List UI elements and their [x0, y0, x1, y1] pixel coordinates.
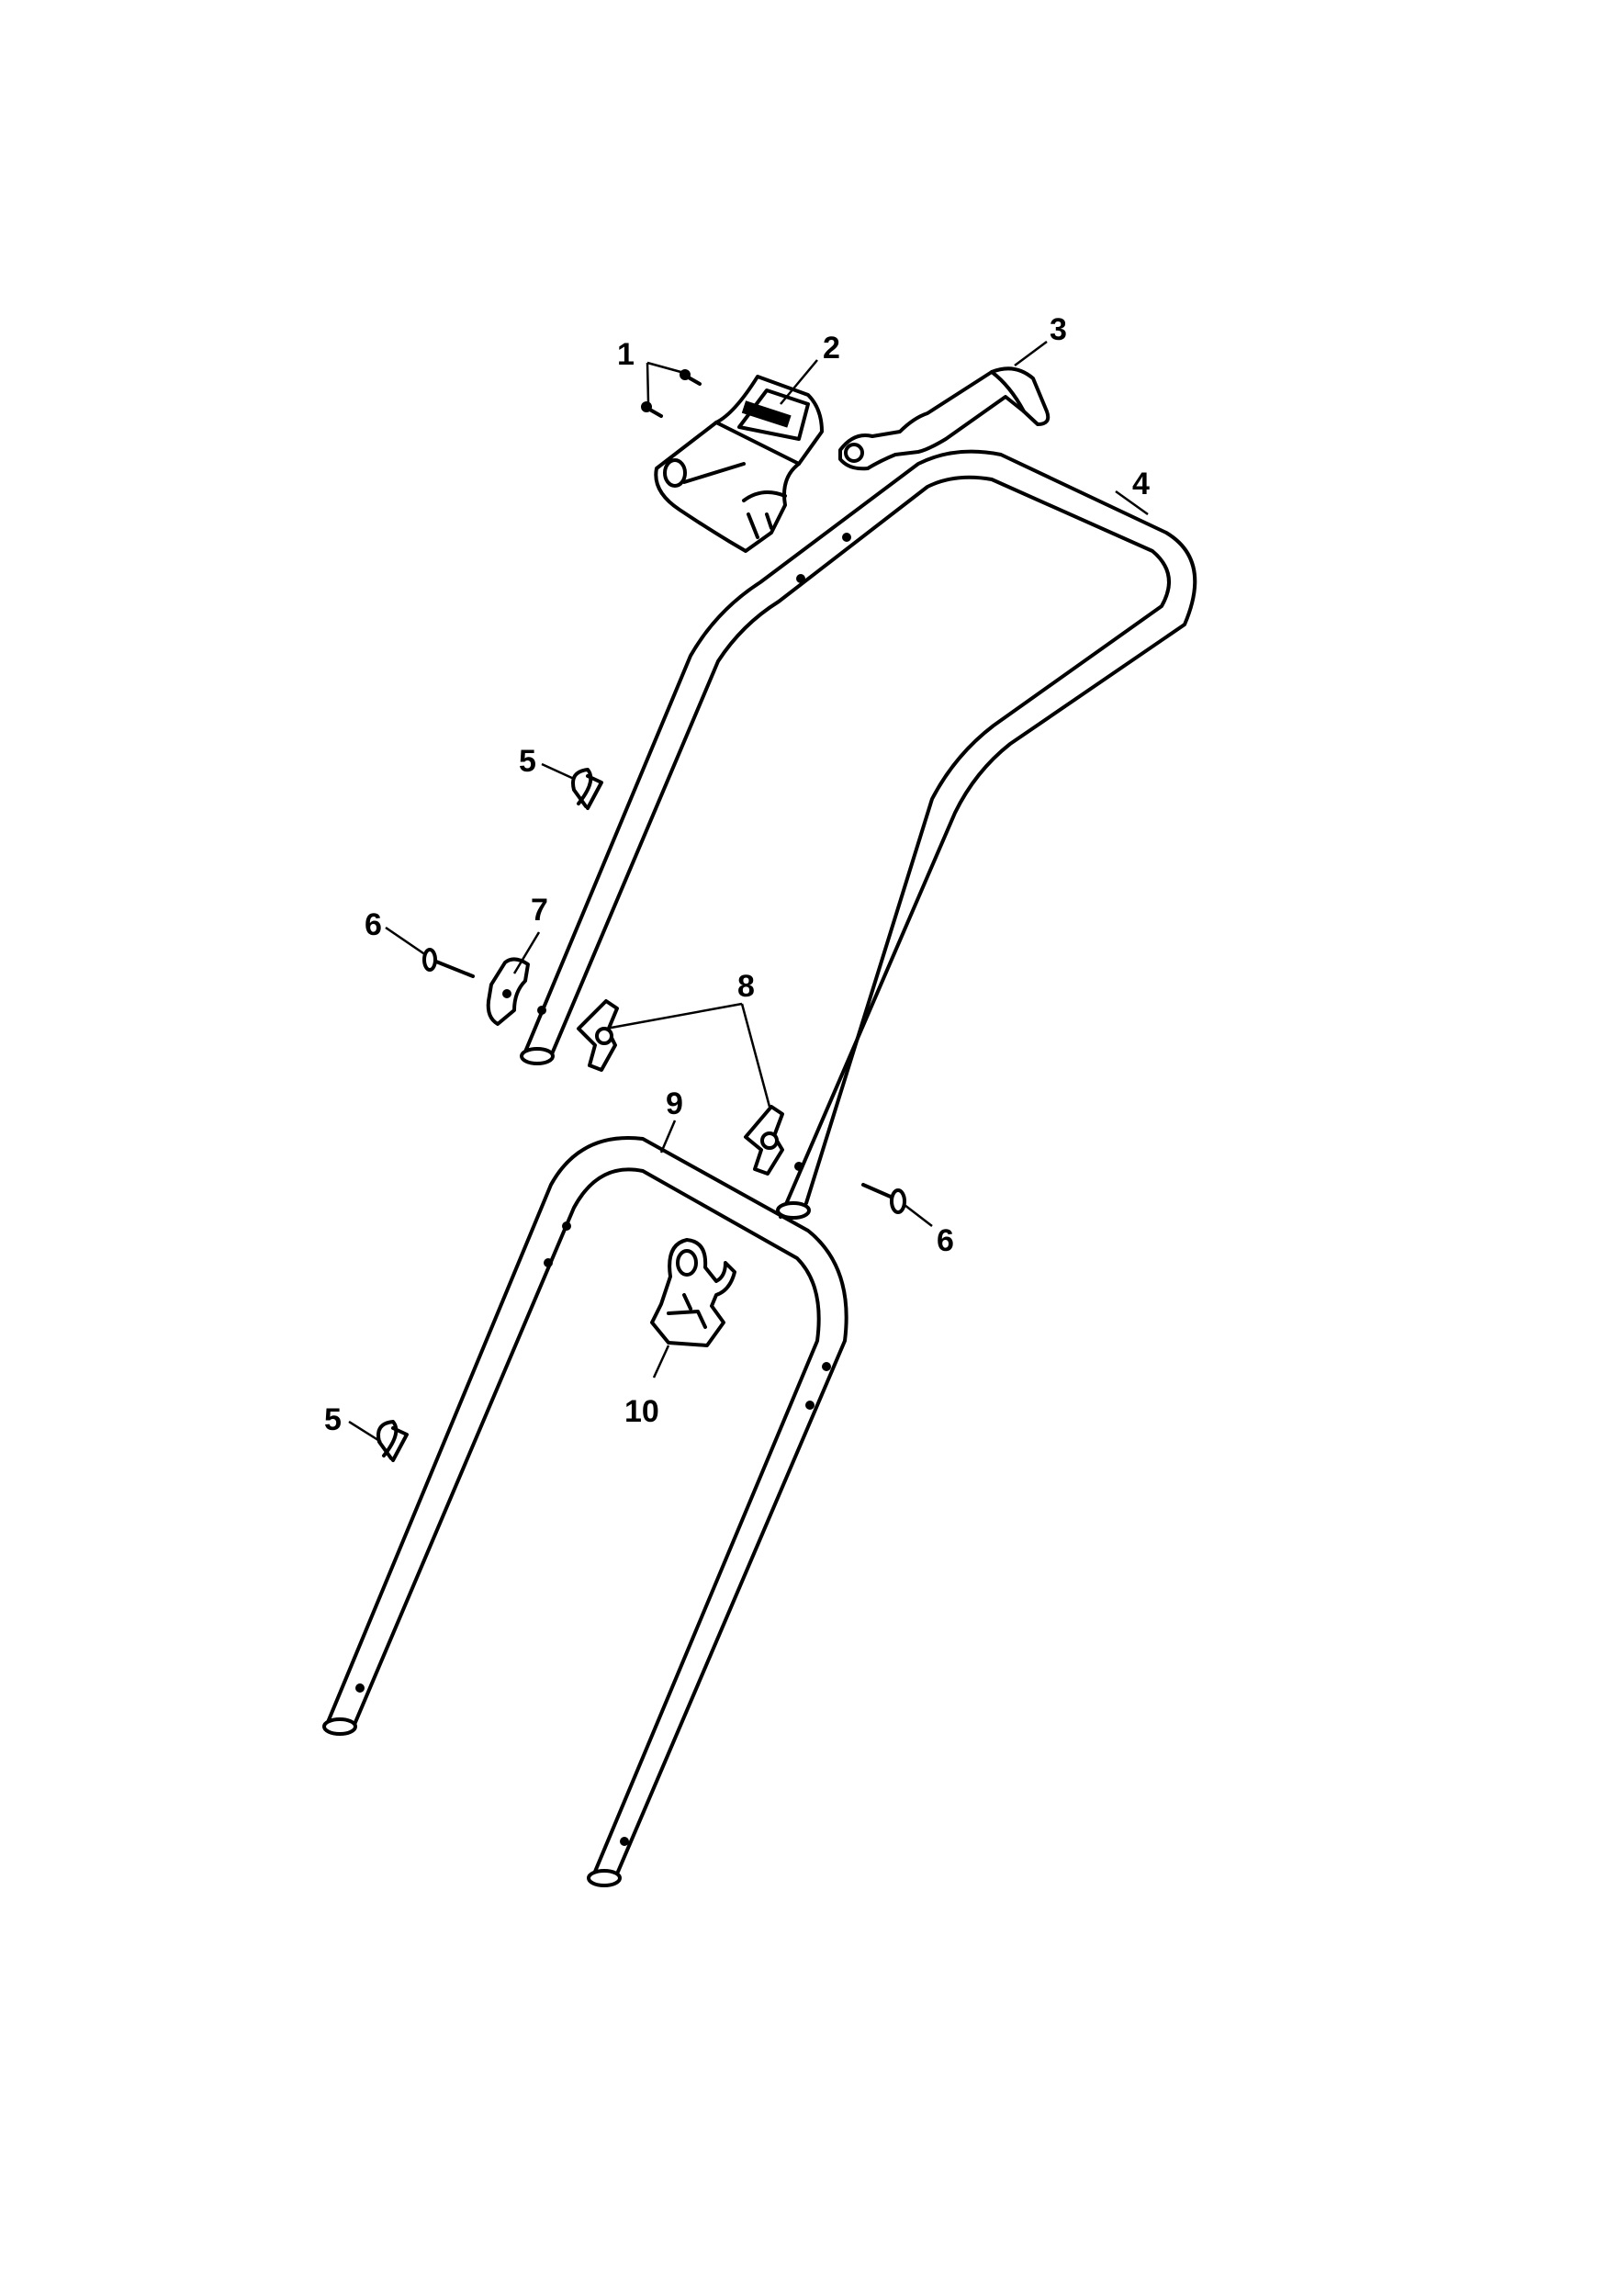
bracket-part-7 [486, 957, 530, 1026]
lever-part-3 [838, 366, 1051, 471]
mounting-hole [562, 1221, 571, 1231]
hook-clip-part-5 [376, 1420, 409, 1462]
callout-9: 9 [666, 1086, 683, 1121]
callout-6: 6 [937, 1223, 954, 1258]
mounting-hole [544, 1258, 553, 1267]
callout-7: 7 [531, 893, 548, 928]
leader-lines [348, 340, 1149, 1444]
upper-handle-part-4 [520, 449, 1197, 1220]
hook-clip-part-5 [571, 768, 603, 810]
mounting-hole [805, 1401, 815, 1410]
tube-end [520, 1047, 555, 1065]
tube-end [322, 1717, 357, 1736]
callout-6: 6 [365, 907, 382, 942]
callout-1: 1 [617, 337, 635, 372]
wing-knob-part-8 [744, 1105, 784, 1176]
callout-5: 5 [519, 744, 536, 779]
lower-handle-part-9 [322, 1136, 848, 1887]
wing-knob-part-8 [577, 999, 619, 1072]
screw [641, 401, 663, 418]
callout-8: 8 [737, 969, 755, 1004]
callout-4: 4 [1132, 467, 1150, 501]
callout-labels: 1 2 3 4 5 5 6 6 7 8 9 10 [324, 312, 1150, 1437]
mounting-hole [796, 574, 805, 583]
callout-10: 10 [624, 1394, 659, 1429]
bolt-part-6 [861, 1183, 906, 1214]
mounting-hole [822, 1362, 831, 1371]
tube-end [776, 1201, 811, 1220]
mounting-hole [842, 533, 851, 542]
tube-end [587, 1869, 622, 1887]
cable-guide-part-10 [650, 1238, 736, 1347]
callout-2: 2 [823, 331, 840, 366]
mounting-hole [355, 1683, 365, 1693]
mounting-hole [794, 1162, 803, 1171]
mounting-hole [537, 1006, 546, 1015]
callout-5: 5 [324, 1402, 342, 1437]
mounting-hole [620, 1837, 629, 1846]
control-housing-part-2 [654, 375, 824, 553]
screw [680, 369, 702, 386]
callout-3: 3 [1050, 312, 1067, 347]
bolt-part-6 [422, 948, 475, 978]
screws-part-1 [641, 369, 702, 418]
